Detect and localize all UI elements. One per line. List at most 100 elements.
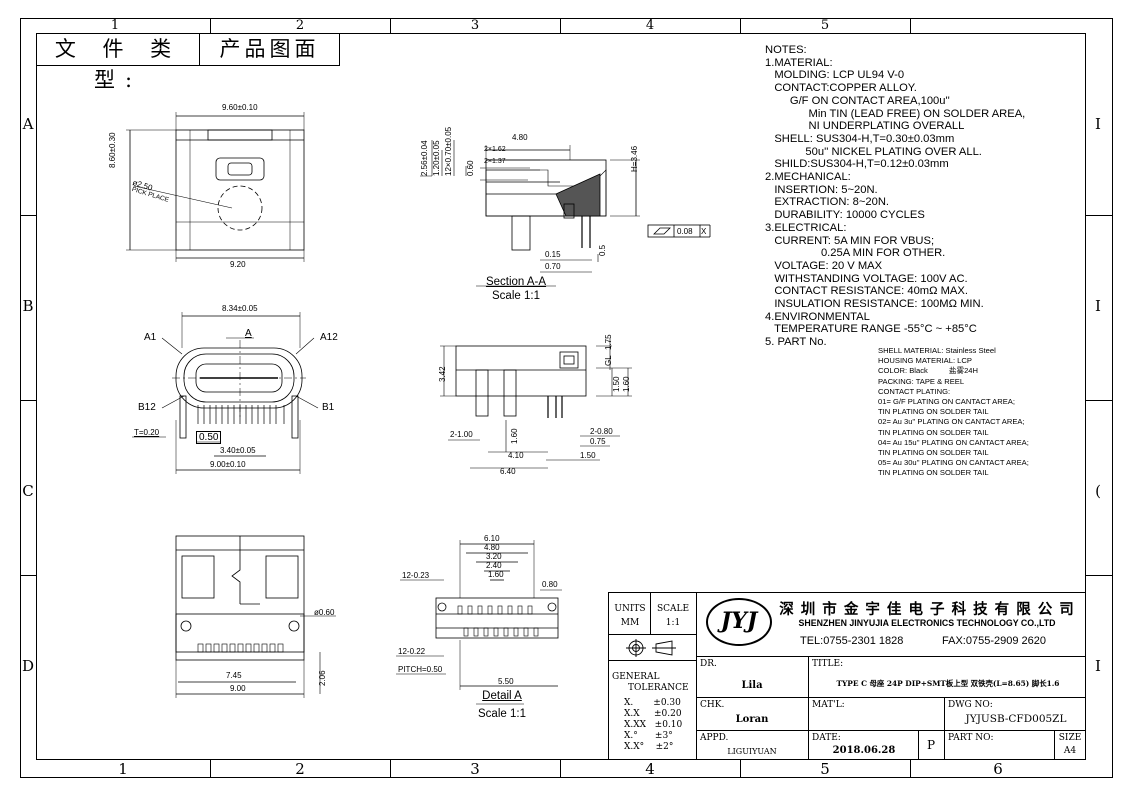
appd-value: LIGUIYUAN — [727, 747, 777, 756]
zone-tick — [210, 760, 211, 778]
scale-label: SCALE — [656, 604, 690, 614]
tb-divider — [808, 656, 809, 760]
bottom-view — [175, 535, 336, 698]
dim-side-160b: 1.60 — [510, 428, 519, 444]
zone-bottom-4: 4 — [645, 760, 655, 778]
zone-tick — [910, 18, 911, 33]
dim-det-1222: 12-0.22 — [398, 647, 426, 656]
flatness-ref: X — [701, 227, 707, 236]
zone-tick — [210, 18, 211, 33]
dim-det-320: 3.20 — [486, 552, 502, 561]
zone-right-1: I — [1095, 115, 1101, 133]
section-caption: Section A-A — [485, 276, 547, 288]
dim-bot-900: 9.00 — [230, 684, 246, 693]
dim-top-height: 8.60±0.30 — [108, 132, 117, 168]
dwg-value: JYJUSB-CFD005ZL — [965, 713, 1067, 725]
zone-bottom-6: 6 — [993, 760, 1003, 778]
dim-sec-015: 0.15 — [545, 250, 561, 259]
tb-divider — [650, 592, 651, 634]
zone-left-A: A — [22, 115, 34, 133]
tb-divider — [696, 592, 697, 760]
zone-tick — [1086, 400, 1113, 401]
tolerance-4: X.° ±3° — [624, 731, 673, 741]
zone-tick — [560, 760, 561, 778]
doc-type-value: 产品图面 — [219, 37, 320, 61]
zone-left-D: D — [21, 657, 35, 675]
dim-sec-120: 1.20±0.05 — [432, 140, 441, 176]
dim-front-top: 8.34±0.05 — [222, 304, 258, 313]
dr-value: Lila — [741, 680, 763, 691]
tb-divider — [608, 660, 696, 661]
label-a12: A12 — [320, 332, 338, 343]
dim-det-240: 2.40 — [486, 561, 502, 570]
zone-left-C: C — [22, 482, 34, 500]
dim-sec-05: 0.5 — [598, 244, 607, 256]
matl-label: MAT'L: — [812, 700, 845, 710]
zone-top-5: 5 — [820, 18, 830, 33]
dim-sec-070: 12×0.70±0.05 — [444, 126, 453, 176]
label-a1: A1 — [144, 332, 157, 343]
dim-top-width: 9.60±0.10 — [222, 103, 258, 112]
notes-text: NOTES: 1.MATERIAL: MOLDING: LCP UL94 V-0… — [765, 44, 1026, 349]
dim-front-340: 3.40±0.05 — [220, 446, 256, 455]
dim-det-160: 1.60 — [488, 570, 504, 579]
zone-bottom-3: 3 — [470, 760, 480, 778]
dim-t: T=0.20 — [134, 428, 160, 437]
dim-side-640: 6.40 — [500, 467, 516, 476]
dim-side-2100: 2-1.00 — [450, 430, 473, 439]
dim-det-550: 5.50 — [498, 677, 514, 686]
tb-divider — [918, 730, 919, 760]
date-value: 2018.06.28 — [832, 745, 896, 756]
dim-front-050: 0.50 — [196, 431, 222, 444]
dim-det-pitch: PITCH=0.50 — [398, 665, 443, 674]
dim-bot-206: 2.06 — [318, 670, 327, 686]
company-name-cn: 深 圳 市 金 宇 佳 电 子 科 技 有 限 公 司 — [779, 602, 1075, 618]
dwg-label: DWG NO: — [948, 700, 993, 710]
zone-tick — [560, 18, 561, 33]
label-a: A — [245, 328, 252, 339]
dim-side-150: 1.50 — [612, 376, 621, 392]
zone-right-2: I — [1095, 297, 1101, 315]
chk-label: CHK. — [700, 700, 725, 710]
title-block — [608, 592, 1086, 760]
label-b12: B12 — [138, 402, 156, 413]
dim-det-480: 4.80 — [484, 543, 500, 552]
zone-tick — [740, 760, 741, 778]
technical-drawings — [126, 112, 711, 705]
detail-scale: Scale 1:1 — [478, 708, 526, 720]
dim-sec-480: 4.80 — [512, 133, 528, 142]
detail-view — [396, 540, 562, 705]
doc-type-box: 文 件 类 型: 产品图面 — [36, 33, 340, 92]
company-fax: FAX:0755-2909 2620 — [942, 635, 1046, 647]
zone-tick — [1086, 215, 1113, 216]
tb-divider — [1054, 730, 1055, 760]
zone-tick — [740, 18, 741, 33]
dim-sec-137: 2×1.37 — [484, 158, 506, 165]
side-view — [440, 338, 632, 469]
label-b1: B1 — [322, 402, 335, 413]
tolerance-2: X.X ±0.20 — [624, 709, 682, 719]
units-value: MM — [620, 618, 640, 628]
dim-side-410: 4.10 — [508, 451, 524, 460]
zone-tick — [390, 760, 391, 778]
dim-side-gl: GL — [604, 355, 613, 366]
dim-top-bottom: 9.20 — [230, 260, 246, 269]
units-label: UNITS — [614, 604, 646, 614]
dim-front-900: 9.00±0.10 — [210, 460, 246, 469]
zone-tick — [910, 760, 911, 778]
title-label: TITLE: — [812, 659, 844, 669]
tolerance-label: TOLERANCE — [628, 683, 689, 693]
section-scale: Scale 1:1 — [492, 290, 540, 302]
dim-side-175: 1.75 — [604, 334, 613, 350]
zone-tick — [1086, 575, 1113, 576]
date-label: DATE: — [812, 733, 841, 743]
zone-bottom-1: 1 — [118, 760, 128, 778]
dr-label: DR. — [700, 659, 717, 669]
company-logo: JYJ — [706, 598, 772, 646]
part-info: SHELL MATERIAL: Stainless Steel HOUSING … — [878, 346, 1029, 478]
zone-top-4: 4 — [645, 18, 655, 33]
zone-tick — [390, 18, 391, 33]
dim-bot-060: ø0.60 — [314, 608, 335, 617]
company-name-en: SHENZHEN JINYUJIA ELECTRONICS TECHNOLOGY… — [798, 618, 1056, 628]
dim-sec-162: 2×1.62 — [484, 146, 506, 153]
